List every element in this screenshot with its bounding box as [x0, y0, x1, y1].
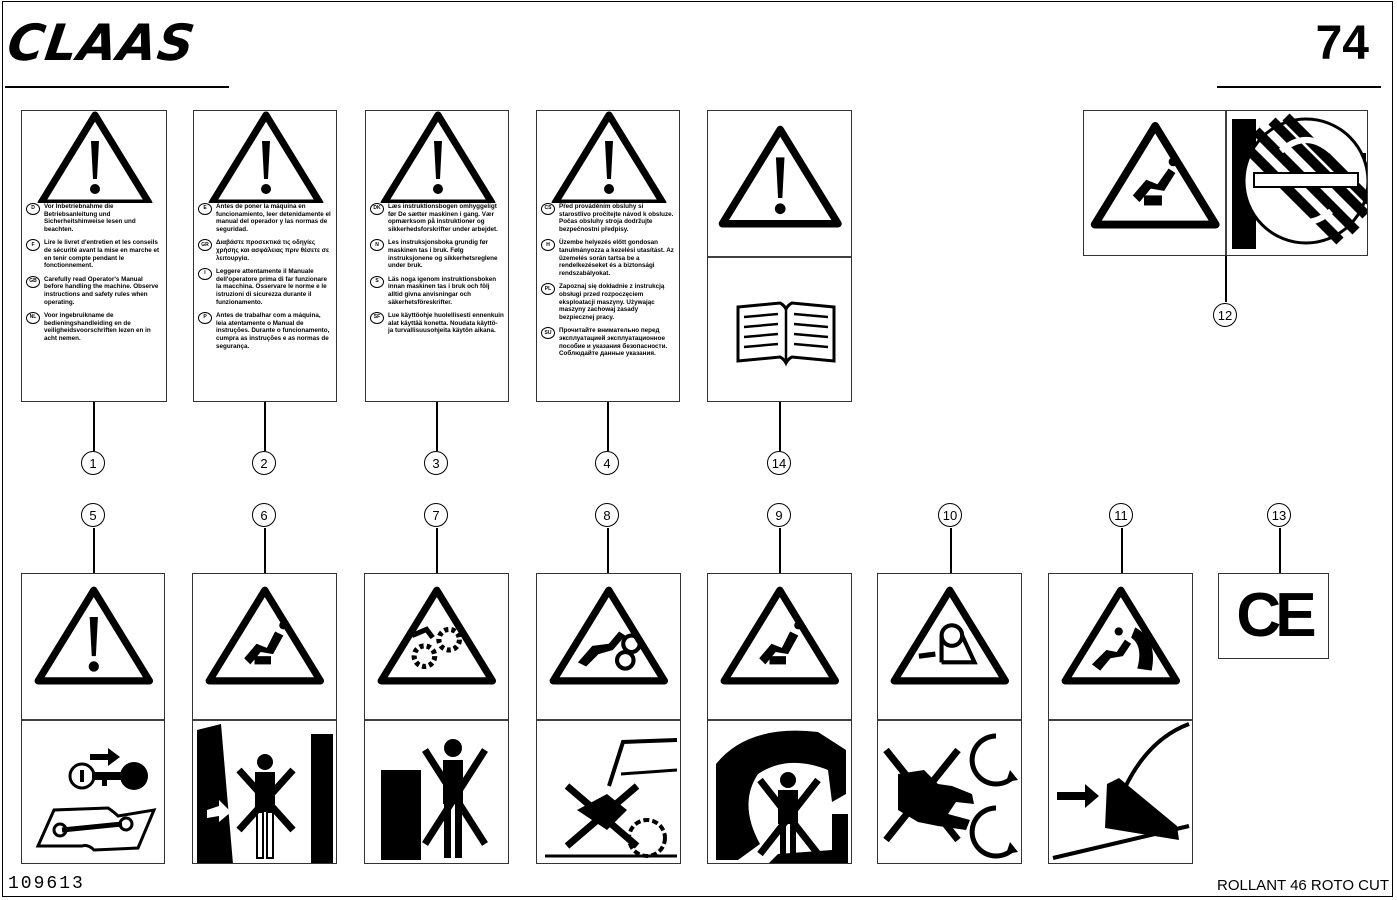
- warning-triangle-icon: [38, 590, 149, 681]
- label-7-gear-hazard: [364, 573, 509, 864]
- label-13-ce-mark: CE: [1218, 573, 1329, 659]
- warning-triangle-icon: [722, 130, 838, 224]
- leader-line: [607, 402, 609, 451]
- gear-entanglement-triangle-icon: [381, 590, 492, 681]
- no-standing-door-icon: [197, 724, 333, 863]
- crush-hazard-triangle-icon: [724, 590, 835, 681]
- label-6-door-hazard: [192, 573, 337, 864]
- leader-line: [779, 528, 781, 573]
- warning-triangle-icon: [537, 111, 680, 203]
- callout-9: 9: [767, 503, 791, 527]
- no-hands-rotating-icon: [883, 733, 1018, 859]
- leader-line: [1121, 528, 1123, 573]
- leader-line: [1225, 256, 1227, 302]
- remove-key-icon: [68, 748, 148, 790]
- ramp-direction-icon: [1052, 722, 1190, 860]
- model-name: ROLLANT 46 ROTO CUT: [1217, 877, 1389, 894]
- callout-6: 6: [252, 503, 276, 527]
- rotor-person-triangle-icon: [1065, 590, 1176, 681]
- open-book-icon: [736, 301, 836, 367]
- page-number-underline: [1217, 86, 1381, 88]
- leader-line: [264, 402, 266, 451]
- label-8-roller-hazard: [536, 573, 681, 864]
- manual-wrench-icon: [35, 806, 157, 852]
- callout-8: 8: [595, 503, 619, 527]
- rotor-icon: [1232, 113, 1367, 249]
- label-9-chamber-hazard: [707, 573, 852, 864]
- leader-line: [436, 528, 438, 573]
- warning-triangle-icon: [194, 111, 337, 203]
- leader-line: [607, 528, 609, 573]
- callout-14: 14: [767, 451, 791, 475]
- leader-line: [93, 402, 95, 451]
- page-number: 74: [1315, 17, 1369, 70]
- pickup-no-hands-icon: [545, 738, 678, 858]
- leader-line: [93, 528, 95, 573]
- callout-7: 7: [424, 503, 448, 527]
- label-14-read-manual: [707, 110, 852, 402]
- callout-12: 12: [1213, 303, 1237, 327]
- callout-3: 3: [424, 451, 448, 475]
- callout-11: 11: [1109, 503, 1133, 527]
- bale-chamber-no-standing-icon: [716, 730, 848, 863]
- callout-13: 13: [1267, 503, 1291, 527]
- crush-hazard-triangle-icon: [1095, 126, 1216, 225]
- logo-underline: [5, 86, 229, 88]
- label-5-stop-engine: [21, 573, 165, 864]
- claas-logo: CLAAS: [3, 14, 200, 72]
- label-11-rotor-hazard: [1048, 573, 1193, 864]
- ce-mark-text: CE: [1236, 581, 1316, 650]
- leader-line: [950, 528, 952, 573]
- roller-entanglement-triangle-icon: [553, 590, 664, 681]
- no-standing-icon: [381, 739, 488, 860]
- warning-triangle-icon: [366, 111, 509, 203]
- leader-line: [779, 402, 781, 451]
- label-12-rotor-hazard: [1083, 110, 1368, 256]
- callout-4: 4: [595, 451, 619, 475]
- warning-triangle-icon: [22, 111, 167, 203]
- callout-2: 2: [252, 451, 276, 475]
- leader-line: [1279, 528, 1281, 573]
- document-number: 109613: [8, 874, 85, 894]
- callout-1: 1: [81, 451, 105, 475]
- crush-hazard-triangle-icon: [209, 590, 320, 681]
- callout-10: 10: [938, 503, 962, 527]
- leader-line: [436, 402, 438, 451]
- belt-entanglement-triangle-icon: [894, 590, 1005, 681]
- label-10-belt-hazard: [877, 573, 1022, 864]
- leader-line: [264, 528, 266, 573]
- callout-5: 5: [81, 503, 105, 527]
